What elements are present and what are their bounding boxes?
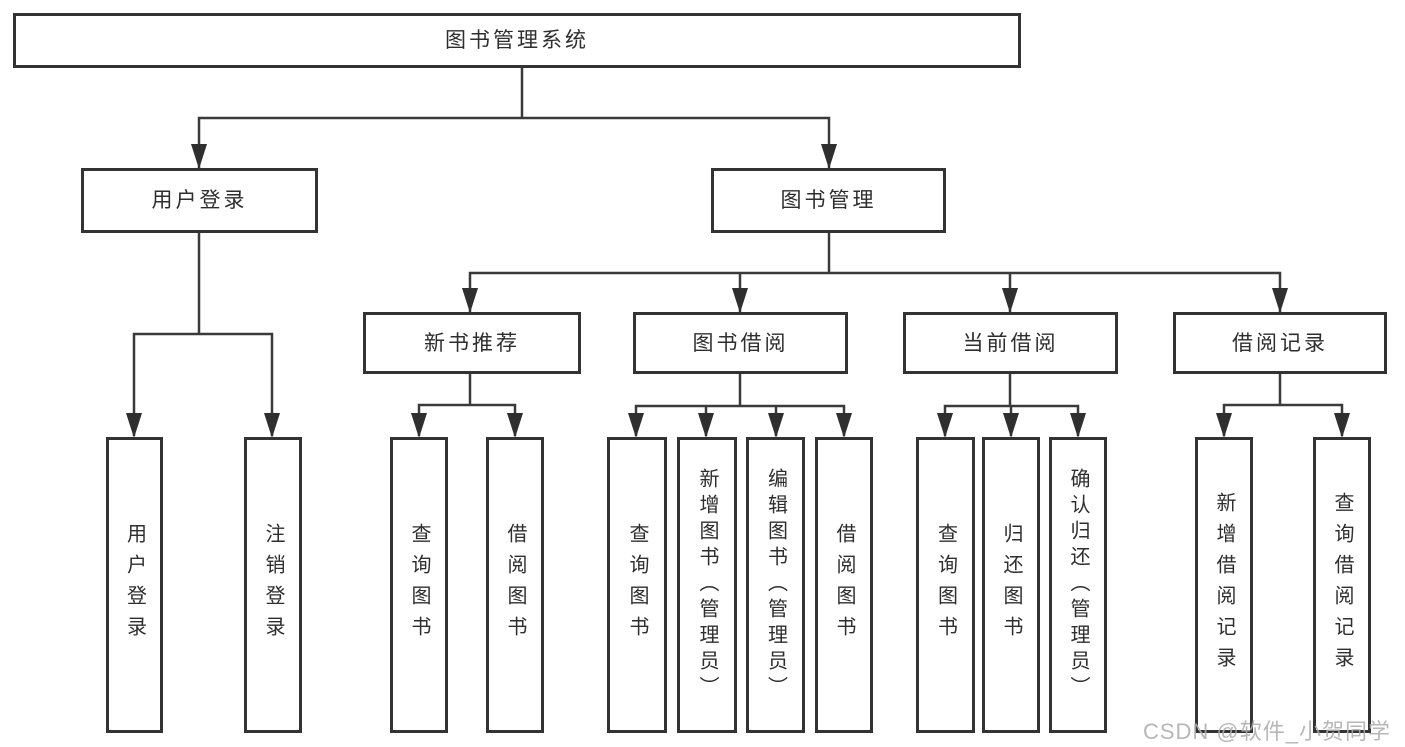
node-label: 归还图书 [1000, 523, 1022, 647]
node-label: 查询借阅记录 [1331, 492, 1353, 678]
node-current-borrow: 当前借阅 [903, 312, 1118, 374]
node-label: 注销登录 [262, 523, 284, 647]
leaf-confirm-return-admin: 确认归还（管理员） [1049, 437, 1107, 733]
node-label: 图书借阅 [692, 331, 789, 355]
node-label: 确认归还（管理员） [1067, 468, 1089, 702]
leaf-add-borrow-record: 新增借阅记录 [1195, 437, 1253, 733]
leaf-borrow-books-recommend: 借阅图书 [486, 437, 544, 733]
node-label: 编辑图书（管理员） [764, 468, 787, 702]
node-label: 借阅图书 [833, 523, 855, 647]
node-label: 当前借阅 [962, 331, 1059, 355]
node-label: 新增借阅记录 [1213, 492, 1235, 678]
node-label: 查询图书 [626, 523, 648, 647]
node-label: 查询图书 [934, 523, 957, 647]
node-book-borrow: 图书借阅 [633, 312, 848, 374]
leaf-query-borrow-record: 查询借阅记录 [1313, 437, 1371, 733]
node-library-system: 图书管理系统 [13, 13, 1021, 68]
node-label: 图书管理系统 [445, 29, 589, 52]
leaf-edit-book-admin: 编辑图书（管理员） [746, 437, 805, 733]
node-label: 用户登录 [151, 189, 248, 212]
leaf-logout: 注销登录 [244, 437, 302, 733]
node-label: 借阅图书 [504, 523, 526, 647]
node-label: 图书管理 [780, 189, 877, 212]
node-borrow-records: 借阅记录 [1173, 312, 1387, 374]
leaf-query-books-borrow: 查询图书 [607, 437, 667, 733]
leaf-user-login: 用户登录 [106, 437, 163, 733]
leaf-borrow-books: 借阅图书 [815, 437, 873, 733]
node-label: 新书推荐 [424, 331, 520, 355]
leaf-query-books-current: 查询图书 [916, 437, 975, 733]
leaf-query-books-recommend: 查询图书 [390, 437, 448, 733]
node-label: 借阅记录 [1232, 331, 1328, 355]
tree-edges [132, 66, 1344, 436]
node-new-book-recommend: 新书推荐 [363, 312, 581, 374]
leaf-add-book-admin: 新增图书（管理员） [677, 437, 737, 733]
node-label: 新增图书（管理员） [696, 468, 718, 702]
leaf-return-book: 归还图书 [982, 437, 1040, 733]
node-book-management: 图书管理 [711, 168, 946, 233]
csdn-watermark: CSDN @软件_小贺同学 [1142, 719, 1391, 744]
arrowheads [126, 144, 1350, 438]
node-label: 用户登录 [123, 523, 146, 647]
node-user-login: 用户登录 [81, 168, 318, 233]
node-label: 查询图书 [408, 523, 430, 647]
